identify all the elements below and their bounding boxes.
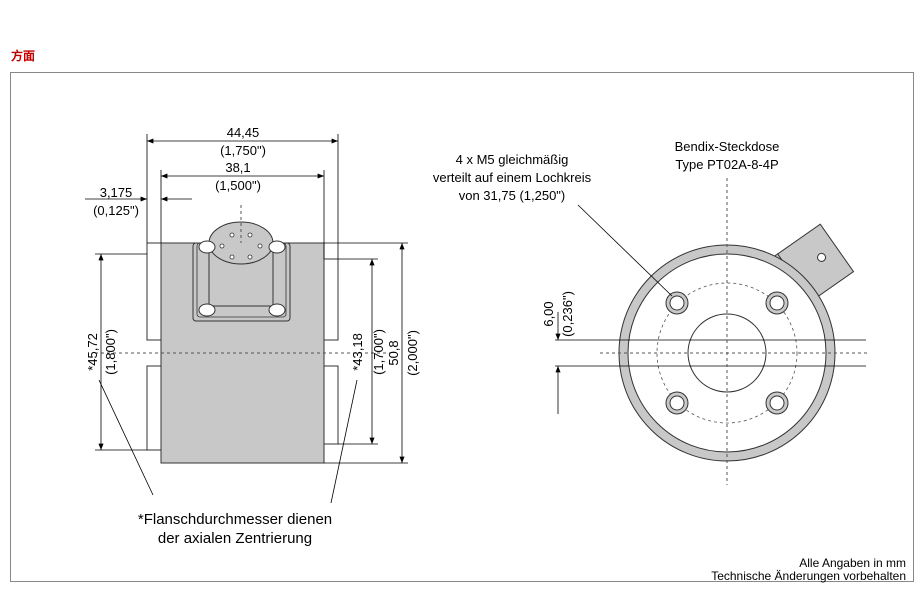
dim-flange-in: (1,800") — [103, 329, 118, 375]
dim-inner-height-mm: *43,18 — [350, 333, 365, 371]
right-flange-bottom — [323, 365, 339, 445]
footnote-line-1: *Flanschdurchmesser dienen — [138, 511, 332, 528]
side-view: 44,45 (1,750") 38,1 (1,500") 3,175 (0,12… — [85, 125, 420, 547]
connector-side — [192, 221, 291, 322]
dim-height-in: (2,000") — [405, 330, 420, 376]
dim-height-mm: 50,8 — [386, 340, 401, 365]
dim-offset-in: (0,125") — [93, 203, 139, 218]
connector-label-line-2: Type PT02A-8-4P — [675, 157, 778, 172]
bolt-holes — [665, 291, 789, 415]
connector-label-line-1: Bendix-Steckdose — [675, 139, 780, 154]
holes-note-line-2: verteilt auf einem Lochkreis — [433, 170, 592, 185]
page-heading: 方面 — [11, 49, 36, 63]
holes-note-line-3: von 31,75 (1,250") — [459, 188, 566, 203]
left-flange-top — [146, 242, 162, 341]
footnote-line-2: der axialen Zentrierung — [158, 530, 312, 547]
dim-offset-mm: 3,175 — [100, 185, 133, 200]
dim-shaft-mm: 6,00 — [541, 301, 556, 326]
dim-flange-mm: *45,72 — [85, 333, 100, 371]
footer-line-1: Alle Angaben in mm — [799, 556, 906, 570]
drawing-frame — [10, 72, 914, 582]
front-view: 6,00 (0,236") 4 x M5 gleichmäßig verteil… — [433, 139, 870, 485]
right-flange-top — [323, 258, 339, 341]
dim-inner-height-in: (1,700") — [371, 329, 386, 375]
left-flange-bottom — [146, 365, 162, 451]
dim-width-inner-mm: 38,1 — [225, 160, 250, 175]
dim-width-total-in: (1,750") — [220, 143, 266, 158]
footer-line-2: Technische Änderungen vorbehalten — [711, 569, 906, 583]
holes-note-line-1: 4 x M5 gleichmäßig — [456, 152, 569, 167]
dim-width-inner-in: (1,500") — [215, 178, 261, 193]
dim-width-total-mm: 44,45 — [227, 125, 260, 140]
dim-shaft-in: (0,236") — [560, 291, 575, 337]
